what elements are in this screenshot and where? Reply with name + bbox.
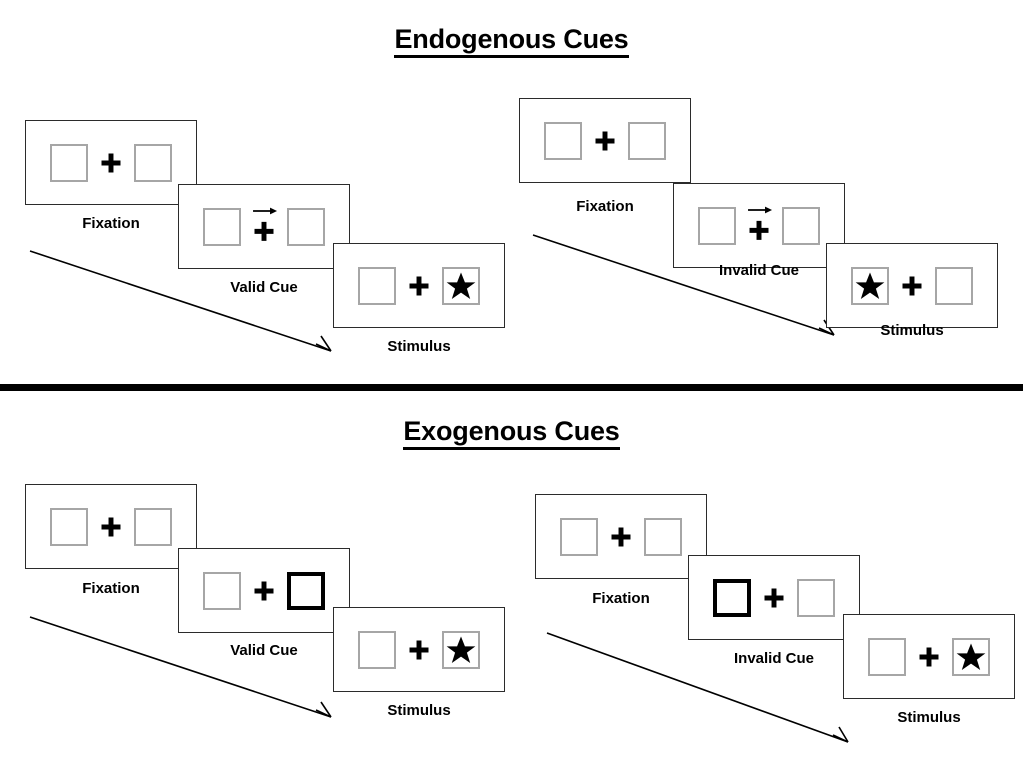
center-slot xyxy=(396,628,442,672)
time-arrow-exogenous-valid xyxy=(29,616,332,718)
fixation-cross-icon xyxy=(764,588,784,607)
section-endogenous: Endogenous Cues Fixation xyxy=(0,24,1023,355)
section-exogenous: Exogenous Cues Fixation xyxy=(0,392,1023,767)
frame-endogenous-invalid-cue xyxy=(673,183,845,268)
star-icon xyxy=(956,643,986,670)
label-exogenous-valid-cue: Valid Cue xyxy=(230,642,298,659)
time-arrow-exogenous-invalid xyxy=(546,632,849,743)
label-endogenous-valid-fixation: Fixation xyxy=(82,215,140,232)
placeholder-left xyxy=(868,637,906,676)
fixation-cross-icon xyxy=(254,581,274,600)
fixation-cross-icon xyxy=(254,221,274,241)
label-exogenous-invalid-cue: Invalid Cue xyxy=(733,650,815,667)
placeholder-right xyxy=(442,630,480,669)
placeholder-right xyxy=(442,266,480,305)
placeholder-right xyxy=(952,637,990,676)
placeholder-left xyxy=(851,266,889,305)
placeholder-right xyxy=(797,578,835,617)
frame-endogenous-invalid-fixation xyxy=(519,98,691,183)
placeholder-left xyxy=(358,630,396,669)
fixation-cross-icon xyxy=(919,647,939,666)
label-endogenous-invalid-fixation: Fixation xyxy=(576,198,634,215)
frame-exogenous-valid-stimulus xyxy=(333,607,505,692)
endogenous-section-title-text: Endogenous Cues xyxy=(394,24,629,58)
placeholder-left xyxy=(698,206,736,245)
exogenous-section-title: Exogenous Cues xyxy=(0,416,1023,450)
center-slot xyxy=(889,264,935,308)
fixation-cross-icon xyxy=(595,131,615,150)
center-slot xyxy=(88,141,134,185)
placeholder-right xyxy=(644,517,682,556)
label-endogenous-valid-cue: Valid Cue xyxy=(230,279,298,296)
label-endogenous-invalid-cue: Invalid Cue xyxy=(718,262,800,279)
endogenous-section-title: Endogenous Cues xyxy=(0,24,1023,58)
label-exogenous-invalid-fixation: Fixation xyxy=(592,590,650,607)
placeholder-right xyxy=(134,143,172,182)
frame-endogenous-valid-fixation xyxy=(25,120,197,205)
placeholder-right-cued xyxy=(287,571,325,610)
fixation-cross-icon xyxy=(611,527,631,546)
frame-endogenous-valid-cue xyxy=(178,184,350,269)
placeholder-left xyxy=(203,207,241,246)
placeholder-left xyxy=(544,121,582,160)
frame-exogenous-valid-cue xyxy=(178,548,350,633)
frame-exogenous-invalid-cue xyxy=(688,555,860,640)
frame-endogenous-valid-stimulus xyxy=(333,243,505,328)
placeholder-left xyxy=(560,517,598,556)
center-slot xyxy=(736,204,782,248)
center-slot xyxy=(396,264,442,308)
star-icon xyxy=(446,272,476,299)
star-icon xyxy=(855,272,885,299)
exogenous-section-title-text: Exogenous Cues xyxy=(403,416,620,450)
label-endogenous-invalid-stimulus: Stimulus xyxy=(880,322,944,339)
placeholder-left-cued xyxy=(713,578,751,617)
frame-endogenous-invalid-stimulus xyxy=(826,243,998,328)
frame-exogenous-invalid-stimulus xyxy=(843,614,1015,699)
center-slot xyxy=(582,119,628,163)
placeholder-right xyxy=(935,266,973,305)
placeholder-left xyxy=(358,266,396,305)
fixation-cross-icon xyxy=(409,276,429,295)
fixation-cross-icon xyxy=(749,220,769,240)
label-exogenous-valid-fixation: Fixation xyxy=(82,580,140,597)
right-arrow-cue-icon xyxy=(748,206,773,213)
fixation-cross-icon xyxy=(409,640,429,659)
placeholder-right xyxy=(628,121,666,160)
placeholder-left xyxy=(50,507,88,546)
frame-exogenous-invalid-fixation-real xyxy=(535,494,707,579)
center-slot xyxy=(88,505,134,549)
center-slot xyxy=(751,576,797,620)
fixation-cross-icon xyxy=(902,276,922,295)
placeholder-right xyxy=(287,207,325,246)
label-exogenous-invalid-stimulus: Stimulus xyxy=(897,709,961,726)
fixation-cross-icon xyxy=(101,153,121,172)
placeholder-left xyxy=(203,571,241,610)
center-slot xyxy=(241,569,287,613)
center-slot xyxy=(598,515,644,559)
frame-exogenous-valid-fixation xyxy=(25,484,197,569)
time-arrow-endogenous-valid xyxy=(29,250,332,352)
center-slot xyxy=(241,205,287,249)
right-arrow-cue-icon xyxy=(253,207,278,214)
section-divider xyxy=(0,384,1023,391)
label-exogenous-valid-stimulus: Stimulus xyxy=(387,702,451,719)
label-endogenous-valid-stimulus: Stimulus xyxy=(387,338,451,355)
placeholder-right xyxy=(134,507,172,546)
star-icon xyxy=(446,636,476,663)
placeholder-left xyxy=(50,143,88,182)
placeholder-right xyxy=(782,206,820,245)
fixation-cross-icon xyxy=(101,517,121,536)
center-slot xyxy=(906,635,952,679)
